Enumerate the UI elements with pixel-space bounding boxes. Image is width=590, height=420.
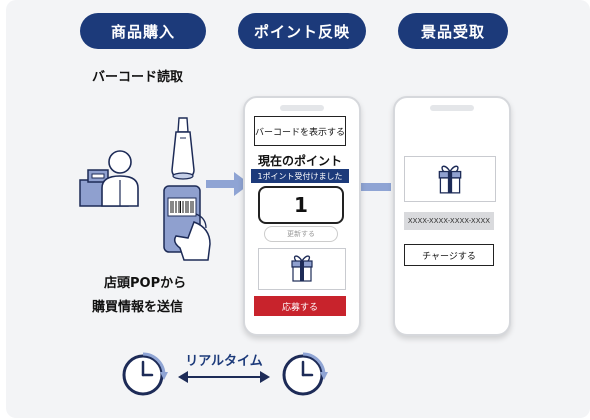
gift-icon bbox=[291, 255, 313, 282]
display-barcode-button[interactable]: バーコードを表示する bbox=[254, 116, 346, 146]
step-pill-prize: 景品受取 bbox=[398, 13, 508, 49]
prize-image-card bbox=[258, 248, 346, 290]
step-pill-purchase: 商品購入 bbox=[80, 13, 206, 49]
points-received-banner: 1ポイント受付けました bbox=[251, 169, 349, 183]
gift-icon bbox=[438, 165, 462, 194]
store-scan-illustration bbox=[79, 117, 211, 261]
connector-to-prize bbox=[361, 183, 391, 191]
prize-image-card bbox=[404, 156, 496, 202]
charge-button[interactable]: チャージする bbox=[404, 244, 494, 266]
phone-notch bbox=[280, 105, 324, 111]
prize-code-field: XXXX-XXXX-XXXX-XXXX bbox=[404, 212, 494, 230]
double-arrow-icon bbox=[178, 371, 270, 383]
update-button[interactable]: 更新する bbox=[264, 226, 338, 242]
clerk-icon bbox=[101, 150, 139, 207]
phone-notch bbox=[430, 105, 474, 111]
step-pill-label: 景品受取 bbox=[420, 22, 485, 41]
realtime-label: リアルタイム bbox=[185, 354, 263, 369]
pop-label-line2: 購買情報を送信 bbox=[92, 300, 184, 315]
step-pill-points: ポイント反映 bbox=[238, 13, 366, 49]
arrow-to-points bbox=[206, 172, 250, 196]
clock-icon bbox=[282, 352, 328, 396]
hand-phone-icon bbox=[163, 185, 211, 261]
points-value: 1 bbox=[258, 186, 344, 224]
barcode-scan-label: バーコード読取 bbox=[92, 70, 184, 85]
barcode-scanner-icon bbox=[171, 117, 195, 180]
step-pill-label: 商品購入 bbox=[110, 22, 175, 41]
pop-label-line1: 店頭POPから bbox=[104, 276, 187, 291]
apply-button[interactable]: 応募する bbox=[254, 296, 346, 316]
current-points-title: 現在のポイント bbox=[257, 154, 342, 168]
step-pill-label: ポイント反映 bbox=[253, 22, 350, 41]
clock-icon bbox=[122, 352, 168, 396]
